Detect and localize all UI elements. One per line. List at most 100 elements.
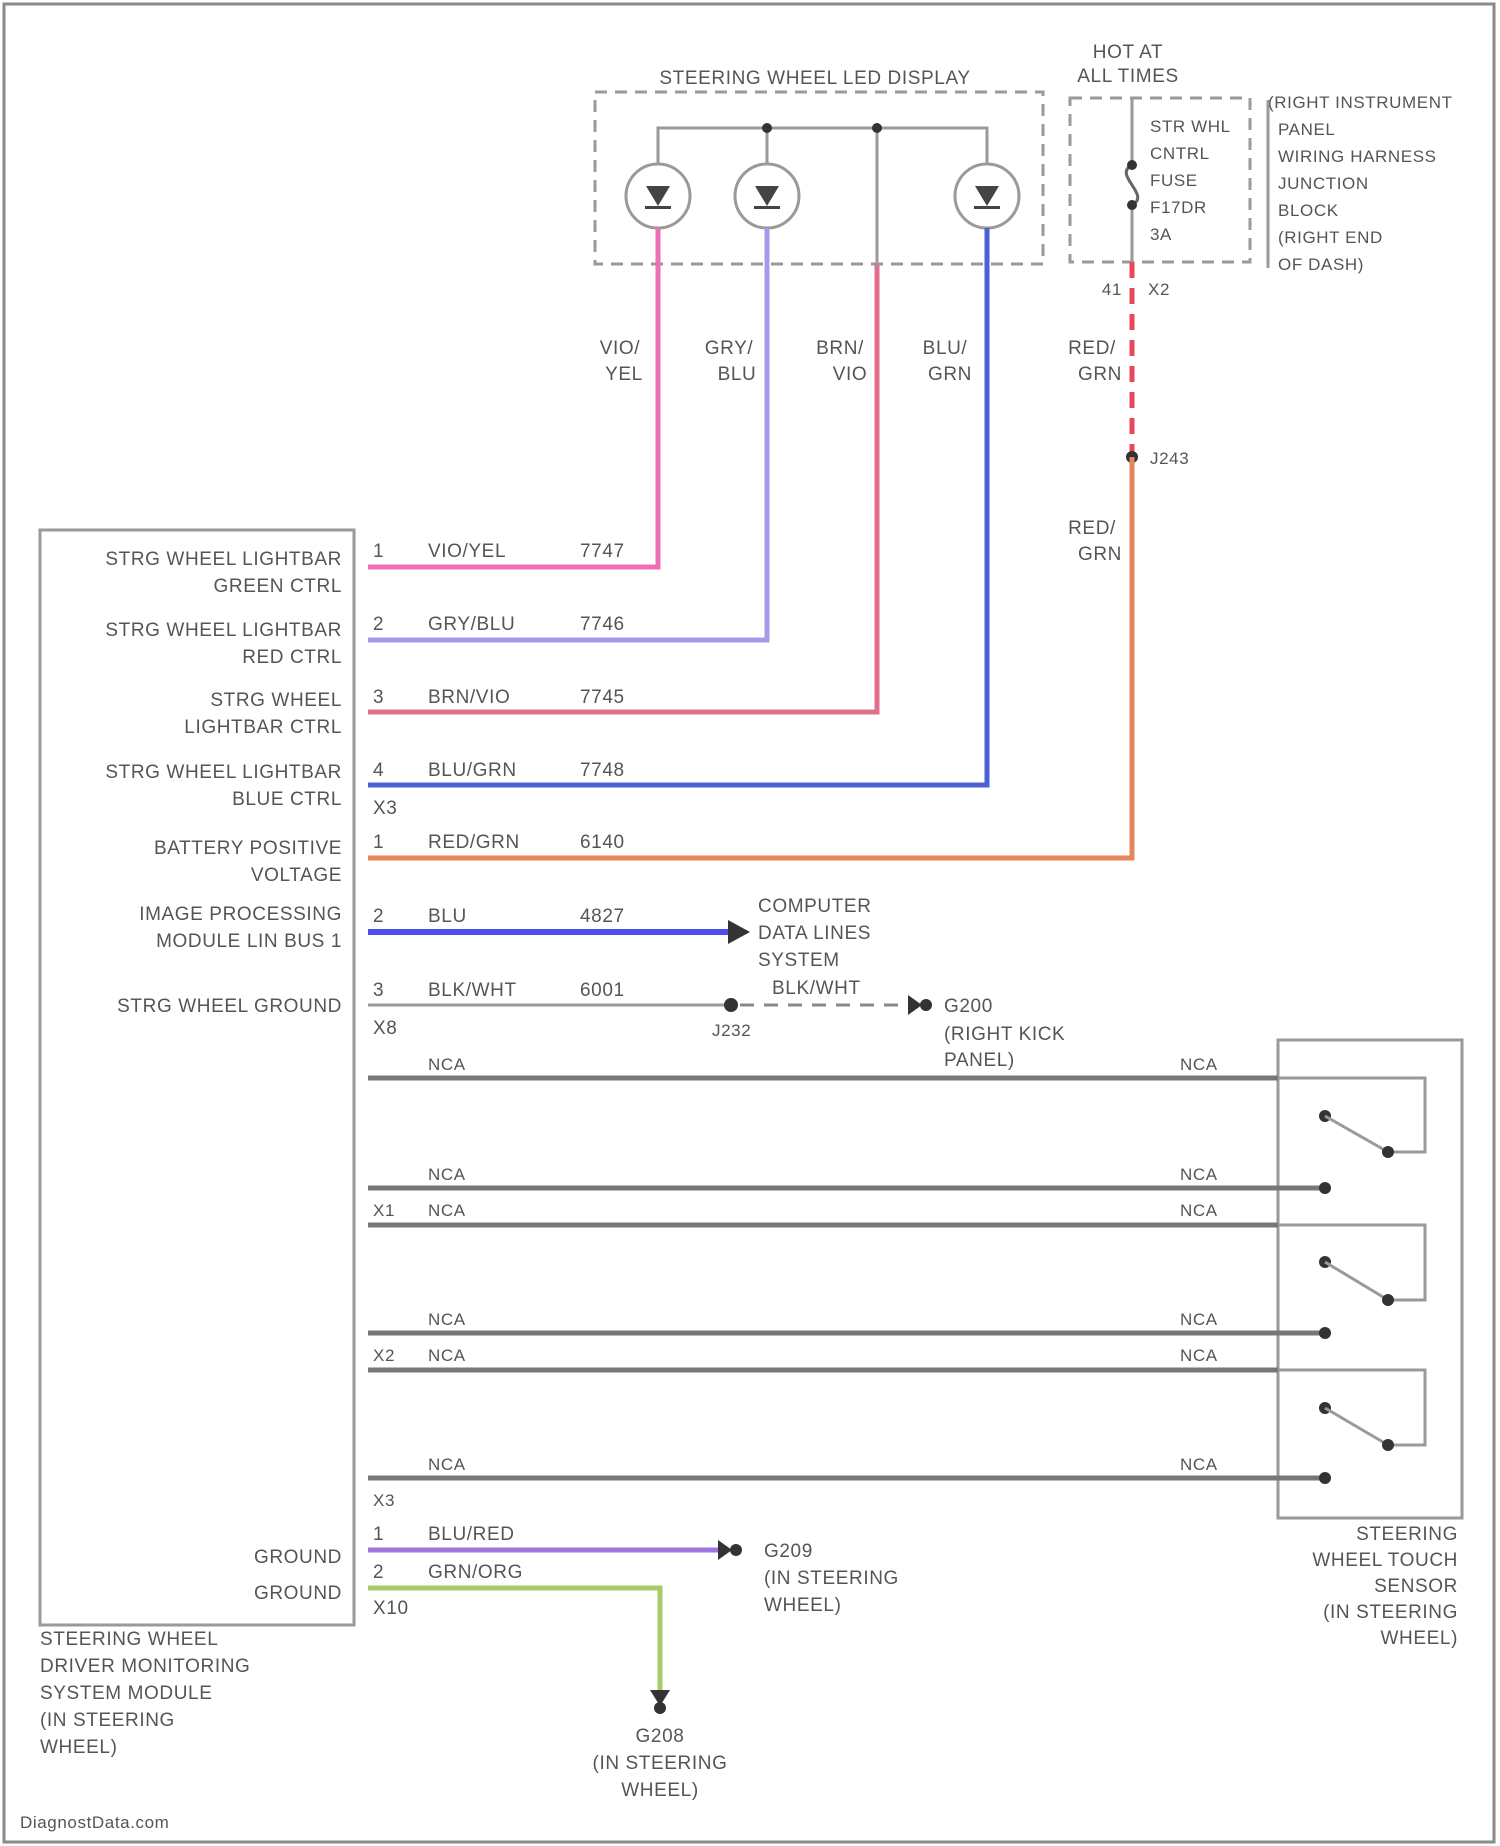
junction-location-4: JUNCTION — [1278, 174, 1369, 193]
module-name-3: SYSTEM MODULE — [40, 1683, 213, 1704]
svg-text:NCA: NCA — [428, 1455, 466, 1474]
ground-g209-dot — [730, 1544, 742, 1556]
svg-text:NCA: NCA — [428, 1346, 466, 1365]
circuit-lightbar: 7745 — [580, 687, 625, 708]
pin-label-lightbar-ctrl-2: LIGHTBAR CTRL — [184, 717, 342, 738]
feed-wire-label-1b: GRN — [1078, 364, 1122, 385]
circuit-red: 7746 — [580, 614, 625, 635]
fuse-pin: 41 — [1102, 280, 1122, 299]
fuse-label-2: CNTRL — [1150, 144, 1210, 163]
wire-brn-vio — [368, 265, 877, 712]
vwire-label-1a: VIO/ — [600, 338, 641, 359]
led-display: STEERING WHEEL LED DISPLAY — [595, 68, 1043, 265]
fuse-label-5: 3A — [1150, 225, 1172, 244]
splice-j232-label: J232 — [712, 1021, 751, 1040]
fuse-hot-note-2: ALL TIMES — [1077, 66, 1179, 87]
svg-text:NCA: NCA — [428, 1201, 466, 1220]
wire-label-lin: BLU — [428, 906, 467, 927]
nca-labels: NCA NCA NCA NCA NCA NCA NCA NCA NCA NCA … — [428, 1055, 1218, 1474]
pin-label-red-ctrl-2: RED CTRL — [242, 647, 342, 668]
led-bus-junction-2 — [872, 123, 882, 133]
pin-label-green-ctrl-2: GREEN CTRL — [214, 576, 342, 597]
computer-data-2: DATA LINES — [758, 923, 871, 944]
touch-sensor-name-5: WHEEL) — [1381, 1628, 1459, 1649]
junction-location-3: WIRING HARNESS — [1278, 147, 1437, 166]
svg-text:NCA: NCA — [1180, 1455, 1218, 1474]
connector-x8: X8 — [373, 1018, 397, 1039]
pin-number-strg-ground: 3 — [373, 980, 384, 1001]
pin-label-lin-1: IMAGE PROCESSING — [139, 904, 342, 925]
ground-pin-label-2: GROUND — [254, 1583, 342, 1604]
pin-label-strg-ground: STRG WHEEL GROUND — [117, 996, 342, 1017]
fuse-terminal-1 — [1127, 160, 1137, 170]
vwire-label-2b: BLU — [718, 364, 757, 385]
ground-g209-label: G209 — [764, 1541, 813, 1562]
pin-number-battery: 1 — [373, 832, 384, 853]
fuse-label-3: FUSE — [1150, 171, 1198, 190]
circuit-battery: 6140 — [580, 832, 625, 853]
dms-module-pins: STRG WHEEL LIGHTBAR GREEN CTRL 1 VIO/YEL… — [105, 541, 624, 1039]
led-display-title: STEERING WHEEL LED DISPLAY — [659, 68, 970, 89]
feed-wire-label-2a: RED/ — [1068, 518, 1116, 539]
ground-pin-number-1: 1 — [373, 1524, 384, 1545]
touch-sensor-name-4: (IN STEERING — [1323, 1602, 1458, 1623]
svg-text:NCA: NCA — [1180, 1165, 1218, 1184]
connector-x2: X2 — [373, 1346, 395, 1365]
pin-label-blue-ctrl-1: STRG WHEEL LIGHTBAR — [105, 762, 342, 783]
touch-sensor-wires — [368, 1078, 1425, 1478]
led-blue — [955, 164, 1019, 228]
ground-g208-dot — [654, 1702, 666, 1714]
connector-x1: X1 — [373, 1201, 395, 1220]
connector-x3: X3 — [373, 798, 397, 819]
circuit-lin: 4827 — [580, 906, 625, 927]
fuse-block: HOT AT ALL TIMES STR WHL CNTRL FUSE F17D… — [1070, 42, 1453, 299]
watermark: DiagnostData.com — [20, 1813, 169, 1832]
svg-text:NCA: NCA — [428, 1310, 466, 1329]
wire-label-battery: RED/GRN — [428, 832, 520, 853]
svg-text:NCA: NCA — [1180, 1201, 1218, 1220]
wire-label-blue: BLU/GRN — [428, 760, 517, 781]
ground-path-wire: BLK/WHT — [772, 978, 861, 999]
pin-label-battery-1: BATTERY POSITIVE — [154, 838, 342, 859]
circuit-strg-ground: 6001 — [580, 980, 625, 1001]
module-name-1: STEERING WHEEL — [40, 1629, 218, 1650]
pin-label-lightbar-ctrl-1: STRG WHEEL — [210, 690, 342, 711]
ground-g209-loc-2: WHEEL) — [764, 1595, 842, 1616]
svg-text:NCA: NCA — [1180, 1055, 1218, 1074]
vwire-label-1b: YEL — [605, 364, 643, 385]
ground-pin-wire-1: BLU/RED — [428, 1524, 515, 1545]
ground-g200-dot — [920, 999, 932, 1011]
pin-number-green: 1 — [373, 541, 384, 562]
vwire-label-3b: VIO — [833, 364, 868, 385]
ground-g208-loc-1: (IN STEERING — [593, 1753, 728, 1774]
ground-g208-label: G208 — [636, 1726, 685, 1747]
ground-pin-wire-2: GRN/ORG — [428, 1562, 523, 1583]
touch-sensor-box — [1278, 1040, 1462, 1518]
junction-location-7: OF DASH) — [1278, 255, 1364, 274]
vwire-label-4a: BLU/ — [923, 338, 968, 359]
wire-gry-blu — [368, 228, 767, 640]
circuit-blue: 7748 — [580, 760, 625, 781]
connector-x3-touch: X3 — [373, 1491, 395, 1510]
circuit-green: 7747 — [580, 541, 625, 562]
wire-grn-org — [368, 1588, 660, 1690]
svg-text:NCA: NCA — [1180, 1346, 1218, 1365]
module-name-5: WHEEL) — [40, 1737, 118, 1758]
ground-pin-label-1: GROUND — [254, 1547, 342, 1568]
ground-g200-symbol — [908, 995, 922, 1015]
pin-number-lightbar: 3 — [373, 687, 384, 708]
ground-g200-label: G200 — [944, 996, 993, 1017]
junction-location-2: PANEL — [1278, 120, 1336, 139]
wire-label-strg-ground: BLK/WHT — [428, 980, 517, 1001]
pin-number-blue: 4 — [373, 760, 384, 781]
junction-location-5: BLOCK — [1278, 201, 1339, 220]
pin-label-red-ctrl-1: STRG WHEEL LIGHTBAR — [105, 620, 342, 641]
vwire-label-3a: BRN/ — [816, 338, 864, 359]
vwire-label-2a: GRY/ — [705, 338, 754, 359]
ground-g200-loc-2: PANEL) — [944, 1050, 1015, 1071]
svg-text:NCA: NCA — [1180, 1310, 1218, 1329]
svg-text:NCA: NCA — [428, 1165, 466, 1184]
fuse-connector: X2 — [1148, 280, 1170, 299]
fuse-label-4: F17DR — [1150, 198, 1207, 217]
